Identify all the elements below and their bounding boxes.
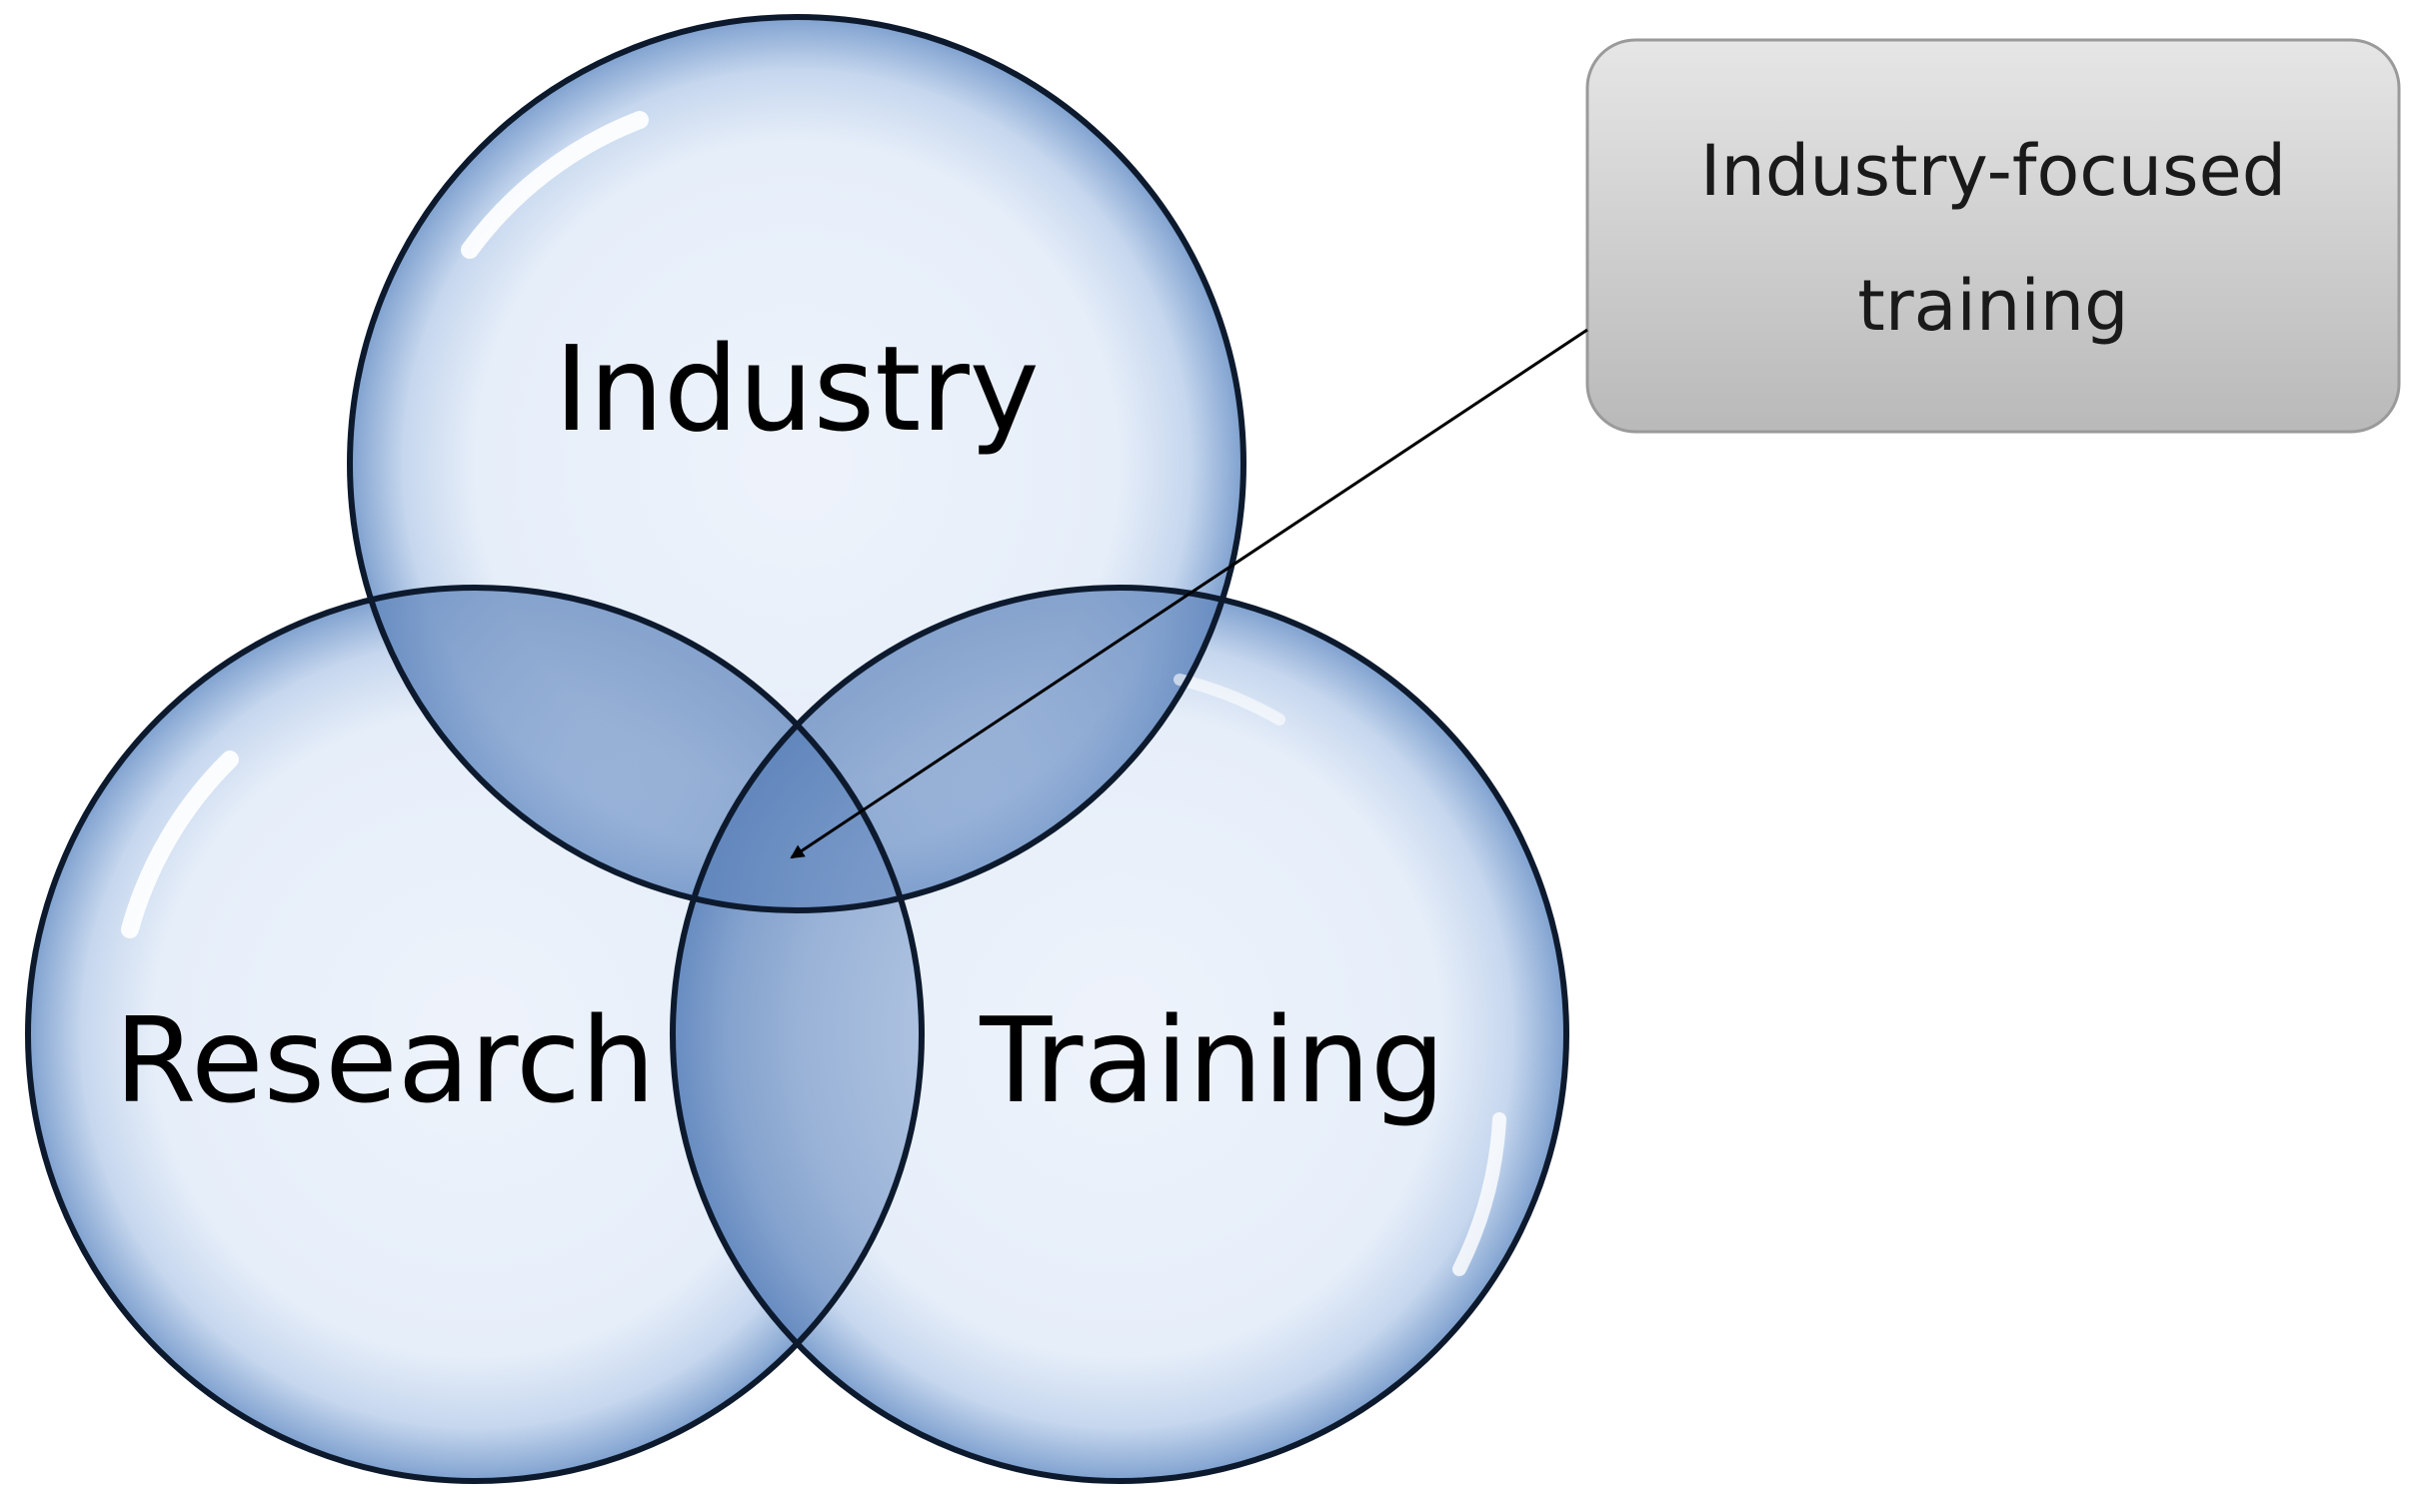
callout-arrow: [790, 328, 1588, 859]
training-label: Training: [979, 991, 1445, 1129]
callout-line-1: Industry-focused: [1700, 130, 2286, 212]
research-label: Research: [114, 991, 655, 1129]
industry-training-overlap: [673, 588, 1243, 910]
industry-outline: [347, 14, 1246, 913]
research-outline: [25, 585, 925, 1484]
industry-highlight: [461, 111, 649, 259]
research-highlight: [121, 751, 239, 938]
training-highlight: [1452, 1112, 1506, 1276]
industry-label: Industry: [554, 320, 1039, 458]
callout-line-2: training: [1857, 265, 2128, 347]
industry-research-overlap: [350, 588, 922, 910]
training-outline: [670, 585, 1569, 1484]
callout-box: [1585, 38, 2401, 434]
